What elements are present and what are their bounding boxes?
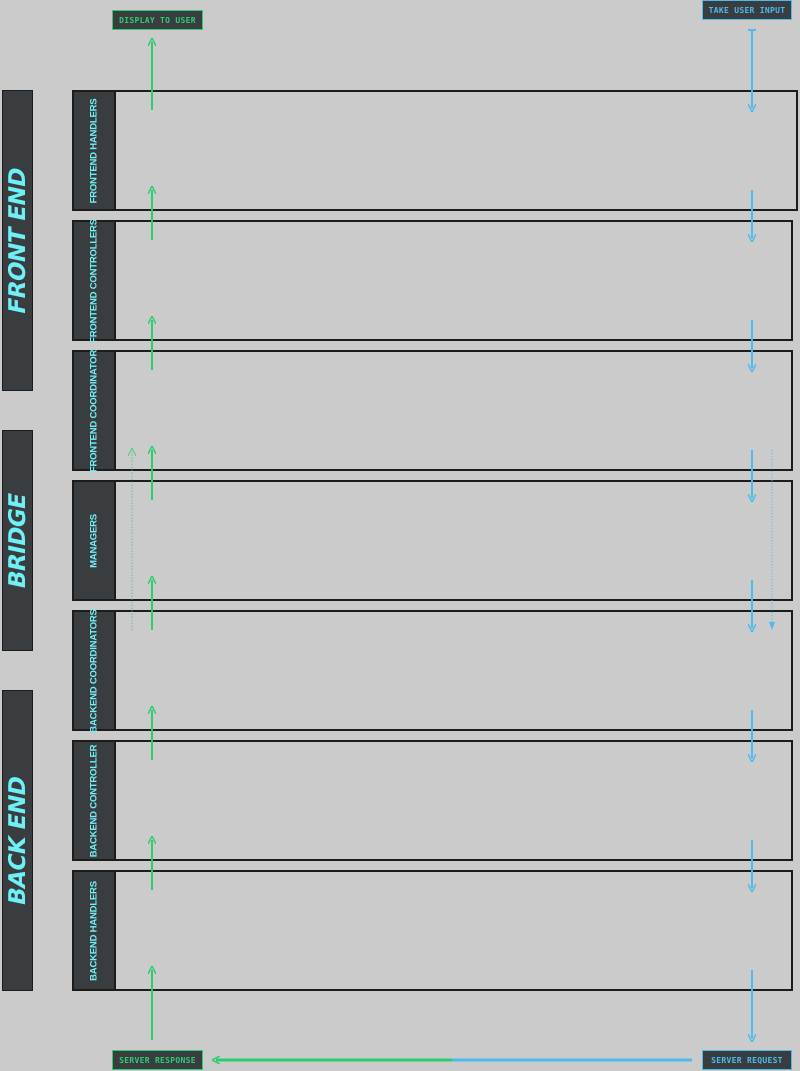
- layer-tab: FRONTEND COORDINATOR: [74, 349, 116, 472]
- layer-tab: FRONTEND CONTROLLERS: [74, 219, 116, 342]
- layer-backend-coordinators: BACKEND COORDINATORS: [72, 609, 793, 732]
- layer-backend-controller: BACKEND CONTROLLER: [72, 740, 793, 861]
- layer-backend-handlers: BACKEND HANDLERS: [72, 870, 793, 991]
- layer-tab: FRONTEND HANDLERS: [74, 92, 116, 209]
- layer-tab: MANAGERS: [74, 482, 116, 599]
- display-to-user-box: DISPLAY TO USER: [112, 10, 203, 30]
- section-front-end: FRONT END: [2, 90, 33, 391]
- layer-tab: BACKEND COORDINATORS: [74, 609, 116, 732]
- server-response-box: SERVER RESPONSE: [112, 1050, 203, 1070]
- layer-frontend-handlers: FRONTEND HANDLERS: [72, 90, 798, 211]
- take-user-input-box: TAKE USER INPUT: [702, 0, 792, 20]
- server-request-box: SERVER REQUEST: [702, 1050, 792, 1070]
- layer-frontend-coordinator: FRONTEND COORDINATOR: [72, 349, 793, 472]
- section-back-end: BACK END: [2, 690, 33, 991]
- layer-managers: MANAGERS: [72, 480, 793, 601]
- layer-tab: BACKEND HANDLERS: [74, 872, 116, 989]
- layer-frontend-controllers: FRONTEND CONTROLLERS: [72, 219, 793, 342]
- layer-tab: BACKEND CONTROLLER: [74, 742, 116, 859]
- section-bridge: BRIDGE: [2, 430, 33, 651]
